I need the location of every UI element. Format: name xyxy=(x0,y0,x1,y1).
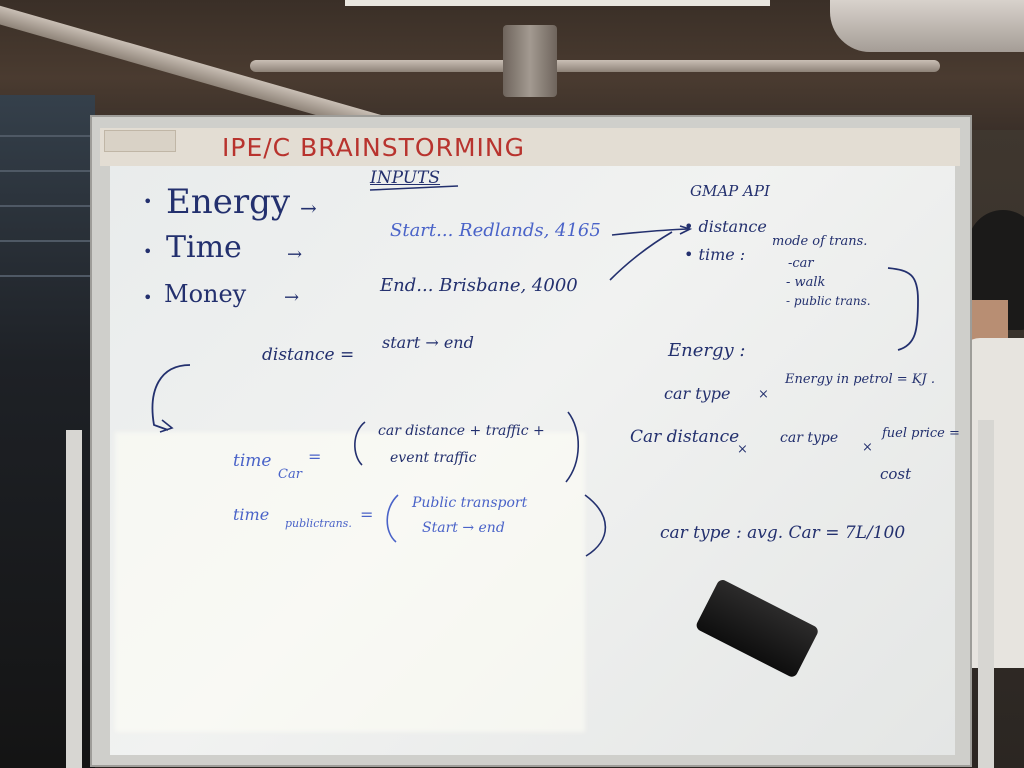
bracket-line xyxy=(887,267,919,351)
board-title: IPE/C BRAINSTORMING xyxy=(222,133,525,162)
end-line: End... Brisbane, 4000 xyxy=(380,275,578,296)
time-car-rhs-2: event traffic xyxy=(390,450,477,466)
sunlight-patch xyxy=(115,432,585,732)
time-public-rhs-1: Public transport xyxy=(412,495,528,511)
bullet-dot: • xyxy=(143,242,153,261)
time-public-rhs-2: Start → end xyxy=(422,520,505,536)
tape xyxy=(104,130,176,152)
mode-public: - public trans. xyxy=(786,294,871,308)
api-time: • time : xyxy=(684,245,746,264)
paren-open xyxy=(354,421,366,466)
times-sign: × xyxy=(862,440,873,455)
arrowhead-icon xyxy=(679,225,693,235)
car-type-2: car type xyxy=(780,430,839,446)
inputs-underline xyxy=(369,185,459,191)
api-distance-text: distance xyxy=(698,217,767,236)
title-strip xyxy=(100,128,960,166)
time-car-rhs-1: car distance + traffic + xyxy=(378,423,545,439)
fuel-price: fuel price = xyxy=(882,426,960,441)
gmap-api: GMAP API xyxy=(690,182,770,200)
car-type: car type xyxy=(664,384,731,403)
bullet-dot: • xyxy=(143,288,153,307)
person-neck xyxy=(968,300,1008,340)
inputs-heading: INPUTS xyxy=(370,168,441,188)
energy-in-petrol: Energy in petrol = KJ . xyxy=(785,372,936,387)
time-public-eq: = xyxy=(360,505,374,524)
car-type-avg: car type : avg. Car = 7L/100 xyxy=(660,523,906,543)
api-time-text: time : xyxy=(698,245,746,264)
paren-close xyxy=(565,411,579,483)
times-sign: × xyxy=(758,387,769,402)
time-car-eq: = xyxy=(308,447,322,466)
time-car-sub: Car xyxy=(278,467,302,482)
car-distance: Car distance xyxy=(630,427,740,447)
paren-close xyxy=(584,494,607,557)
air-duct xyxy=(830,0,1024,52)
ceiling-pipe xyxy=(250,60,940,72)
ceiling-light xyxy=(345,0,770,6)
energy-label: Energy : xyxy=(668,340,746,361)
time-public-sub: publictrans. xyxy=(285,517,352,530)
mode-walk: - walk xyxy=(786,275,826,290)
bullet-money: Money xyxy=(164,280,247,308)
loop-arrow xyxy=(151,364,191,431)
times-sign: × xyxy=(737,442,748,457)
time-public-label: time xyxy=(233,505,270,524)
arrow-icon: → xyxy=(284,287,300,308)
pendant-lamp xyxy=(503,25,557,97)
cost-label: cost xyxy=(880,465,912,483)
bullet-dot: • xyxy=(143,192,153,211)
arrowhead-icon xyxy=(159,419,174,433)
bullet-time: Time xyxy=(166,230,242,265)
distance-label: distance = xyxy=(262,345,355,365)
start-line: Start... Redlands, 4165 xyxy=(390,220,601,241)
mode-car: -car xyxy=(788,256,814,271)
mode-of-trans: mode of trans. xyxy=(772,234,868,249)
distance-rhs: start → end xyxy=(382,333,474,352)
arrow-icon: → xyxy=(287,244,303,265)
arrow-line xyxy=(609,231,673,281)
whiteboard-stand-left xyxy=(66,430,82,768)
bullet-energy: Energy xyxy=(166,182,291,222)
arrow-icon: → xyxy=(300,196,317,220)
whiteboard-stand-right xyxy=(978,420,994,768)
arrow-line xyxy=(611,228,689,236)
time-car-label: time xyxy=(233,451,272,471)
api-distance: • distance xyxy=(684,217,767,236)
paren-open xyxy=(386,494,399,543)
